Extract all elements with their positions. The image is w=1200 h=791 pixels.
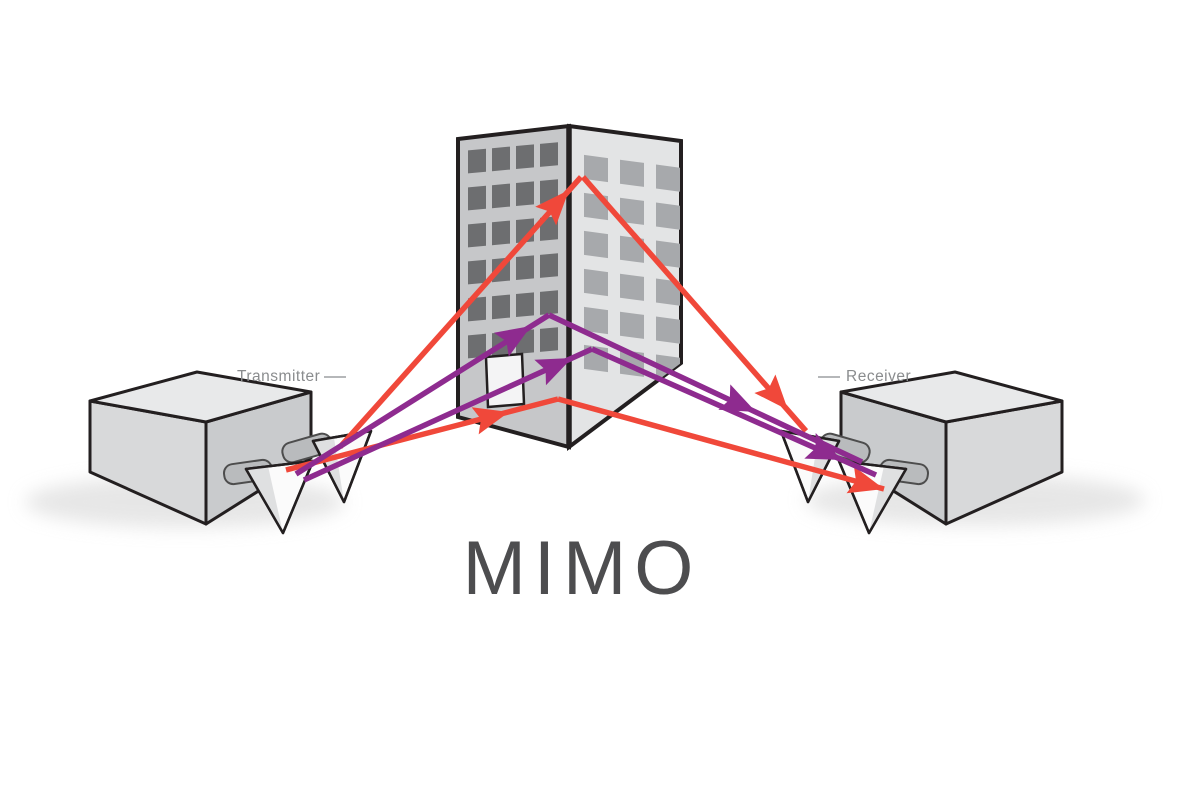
diagram-title: MIMO xyxy=(463,526,702,611)
transmitter-horn-lower xyxy=(244,459,315,535)
horn-outline xyxy=(837,459,908,535)
transmitter-box-top-face xyxy=(88,370,313,424)
red-signal-line-low-descent xyxy=(557,396,885,492)
building xyxy=(456,123,683,451)
horn-outline xyxy=(244,459,315,535)
purple-signal-line-descent xyxy=(547,312,864,465)
red-signal-line-ascent xyxy=(337,175,584,449)
red-signal-line-low-ascent xyxy=(285,396,559,473)
transmitter-antennas xyxy=(223,429,373,535)
receiver-box xyxy=(839,370,1064,526)
signal-paths xyxy=(285,175,888,503)
labels: Transmitter Receiver xyxy=(237,368,911,385)
purple-signal-line-low-ascent xyxy=(302,346,594,483)
receiver-box-top-face xyxy=(839,370,1064,424)
receiver-label: Receiver xyxy=(846,368,911,385)
transmitter-label: Transmitter xyxy=(237,368,320,385)
